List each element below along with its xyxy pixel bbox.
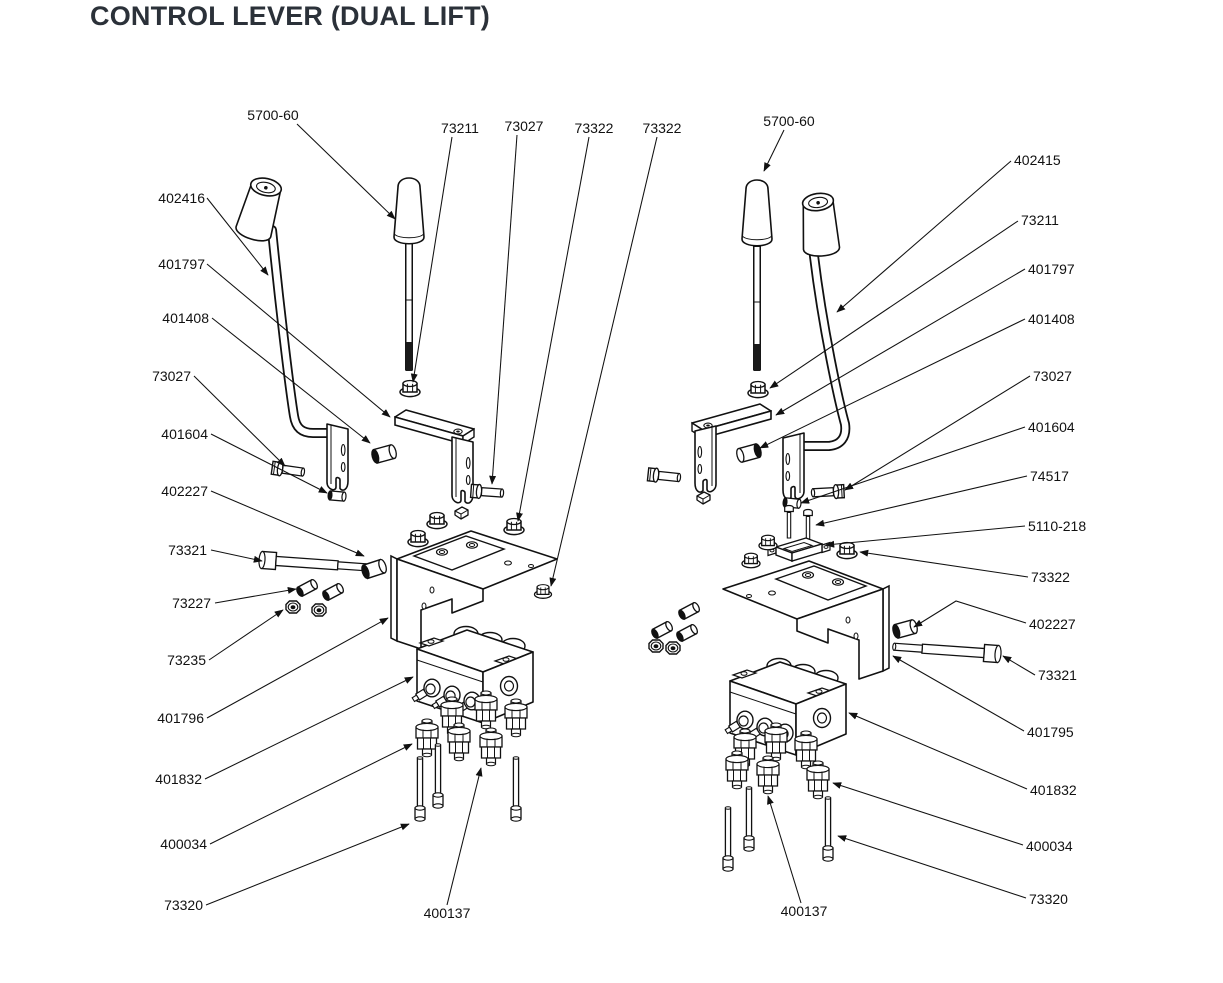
part-label-74517: 74517 <box>1030 468 1069 484</box>
part-label-401795: 401795 <box>1027 724 1074 740</box>
part-nut-73211-left <box>399 379 421 398</box>
part-nuts-73235-left <box>285 600 327 617</box>
part-label-401797-left: 401797 <box>158 256 205 272</box>
part-label-402415: 402415 <box>1014 152 1061 168</box>
part-bolt-73027-left-b <box>469 483 505 501</box>
part-nuts-right <box>648 639 681 655</box>
leader-lines <box>193 123 1036 906</box>
part-label-73320-right: 73320 <box>1029 891 1068 907</box>
part-mount-bracket-401795-right <box>722 560 890 680</box>
part-bushing-402227-right <box>890 618 920 640</box>
part-label-401604-left: 401604 <box>161 426 208 442</box>
part-nut-left-b <box>407 529 429 548</box>
part-label-5110-218: 5110-218 <box>1028 518 1086 534</box>
part-label-401832-left: 401832 <box>155 771 202 787</box>
part-label-73027-left: 73027 <box>152 368 191 384</box>
part-label-401408-left: 401408 <box>162 310 209 326</box>
part-label-401408-right: 401408 <box>1028 311 1075 327</box>
part-label-73322-left-a: 73322 <box>575 120 614 136</box>
part-bent-lever-left <box>233 173 334 438</box>
part-label-400137-right: 400137 <box>781 903 828 919</box>
part-spacers-73227-left <box>294 577 346 603</box>
part-straight-lever-right <box>741 179 773 371</box>
part-label-73211-left: 73211 <box>441 120 479 136</box>
part-label-400034-left: 400034 <box>160 836 207 852</box>
part-nut-73322-left-a <box>503 517 525 536</box>
part-label-73235: 73235 <box>167 652 206 668</box>
part-key-block-right <box>696 491 711 505</box>
part-bushing-401408-right <box>734 442 764 464</box>
part-key-block-left <box>454 506 469 520</box>
part-label-402227-left: 402227 <box>161 483 208 499</box>
part-label-73027-right: 73027 <box>1033 368 1072 384</box>
part-bolt-73027-right-a <box>646 466 682 486</box>
part-capscrew-bolt-73321-right <box>891 637 1003 664</box>
part-bent-lever-right <box>795 190 851 451</box>
part-label-400034-right: 400034 <box>1026 838 1073 854</box>
part-label-73227: 73227 <box>172 595 211 611</box>
part-label-73322-right: 73322 <box>1031 569 1070 585</box>
part-nut-73211-right <box>747 380 769 399</box>
part-label-73211-right: 73211 <box>1021 212 1059 228</box>
part-label-401832-right: 401832 <box>1030 782 1077 798</box>
part-straight-lever-left <box>393 177 425 371</box>
part-label-73321-right: 73321 <box>1038 667 1077 683</box>
part-labels: 5700-60 73211 73027 73322 73322 402416 4… <box>152 107 1086 921</box>
part-label-401797-right: 401797 <box>1028 261 1075 277</box>
part-label-73320-left: 73320 <box>164 897 203 913</box>
part-spacers-right <box>649 600 702 644</box>
part-label-73027-top-left: 73027 <box>505 118 544 134</box>
right-assembly <box>646 179 1003 872</box>
part-capscrew-bolt-73321-left <box>257 550 369 577</box>
part-label-402416: 402416 <box>158 190 205 206</box>
page-title: CONTROL LEVER (DUAL LIFT) <box>90 1 490 31</box>
part-bushing-401408-left <box>369 443 399 465</box>
part-label-73322-left-b: 73322 <box>643 120 682 136</box>
part-label-400137-left: 400137 <box>424 905 471 921</box>
part-mount-bracket-401796-left <box>390 530 558 650</box>
part-bolt-73027-left-a <box>270 460 307 480</box>
part-nut-left-a <box>426 511 448 530</box>
part-screws-74517-right <box>784 504 813 543</box>
part-pivot-plate-bent-left <box>326 423 349 491</box>
part-bushing-402227-left <box>359 557 389 581</box>
part-pin-401604-left <box>326 490 348 502</box>
part-lever-bracket-left <box>394 409 475 504</box>
part-nut-73322-left-b <box>533 583 553 599</box>
part-label-401604-right: 401604 <box>1028 419 1075 435</box>
part-label-401796: 401796 <box>157 710 204 726</box>
part-label-5700-60-left: 5700-60 <box>247 107 299 123</box>
left-assembly <box>233 173 558 822</box>
part-switch-5110-218-right <box>767 537 831 563</box>
part-label-5700-60-right: 5700-60 <box>763 113 815 129</box>
part-label-73321-left: 73321 <box>168 542 207 558</box>
part-pivot-plate-bent-right <box>782 432 805 500</box>
part-label-402227-right: 402227 <box>1029 616 1076 632</box>
